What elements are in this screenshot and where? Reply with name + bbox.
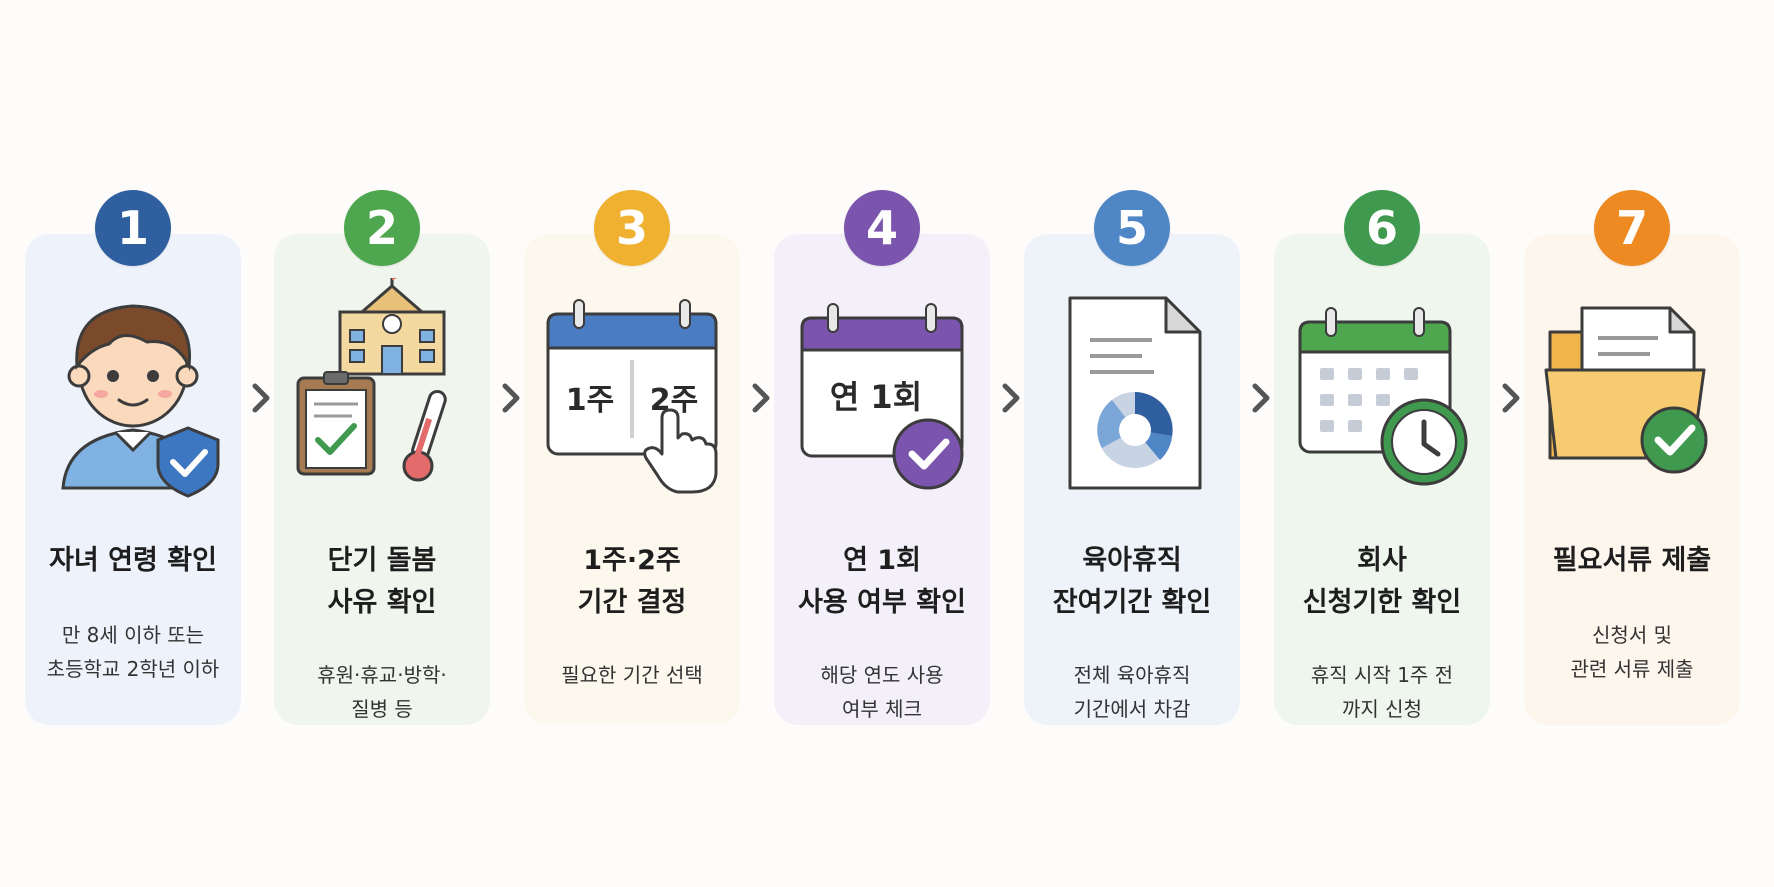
- document-pie-chart-icon: [1042, 278, 1222, 498]
- step-card: [1274, 234, 1490, 725]
- calendar-once-check-icon: 연 1회: [792, 278, 972, 498]
- step-description: 전체 육아휴직 기간에서 차감: [1073, 663, 1191, 721]
- school-clipboard-thermometer-icon: [292, 278, 472, 498]
- step-2: 2: [274, 190, 490, 725]
- step-number-badge: 2: [344, 190, 420, 266]
- chevron-right-icon: [1497, 378, 1525, 418]
- chevron-right-icon: [497, 378, 525, 418]
- step-description: 만 8세 이하 또는 초등학교 2학년 이하: [46, 623, 220, 681]
- step-3: 3 1주 2주 1주·2주 기간 결정 필요한 기간 선택: [524, 190, 740, 725]
- chevron-right-icon: [1247, 378, 1275, 418]
- step-title: 단기 돌봄 사유 확인: [327, 545, 437, 618]
- child-shield-icon: [43, 278, 223, 498]
- step-description: 휴원·휴교·방학· 질병 등: [317, 663, 447, 721]
- step-title: 회사 신청기한 확인: [1302, 545, 1462, 618]
- step-number-badge: 3: [594, 190, 670, 266]
- step-description: 필요한 기간 선택: [561, 663, 703, 687]
- step-description: 신청서 및 관련 서류 제출: [1570, 623, 1694, 681]
- step-number-badge: 1: [95, 190, 171, 266]
- step-number-badge: 6: [1344, 190, 1420, 266]
- step-number-badge: 7: [1594, 190, 1670, 266]
- calendar-clock-icon: [1292, 278, 1472, 498]
- calendar-label: 연 1회: [830, 378, 922, 416]
- step-description: 휴직 시작 1주 전 까지 신청: [1310, 663, 1454, 721]
- step-6: 6 회사 신청기한 확인 휴직 시작 1주 전: [1274, 190, 1490, 725]
- step-4: 4 연 1회 연 1회 사용 여부 확인 해당 연도 사용 여부 체크: [774, 190, 990, 725]
- calendar-label: 1주: [566, 383, 614, 418]
- step-title: 1주·2주 기간 결정: [577, 545, 687, 618]
- chevron-right-icon: [747, 378, 775, 418]
- calendar-week-select-icon: 1주 2주: [542, 278, 722, 498]
- step-7: 7 필요서류 제출 신청서 및 관련 서류 제출: [1524, 190, 1740, 725]
- step-title: 자녀 연령 확인: [49, 545, 217, 576]
- step-title: 필요서류 제출: [1552, 545, 1712, 576]
- step-number-badge: 4: [844, 190, 920, 266]
- folder-document-check-icon: [1542, 278, 1722, 498]
- step-title: 연 1회 사용 여부 확인: [798, 545, 966, 618]
- chevron-right-icon: [997, 378, 1025, 418]
- step-card: [774, 234, 990, 725]
- step-description: 해당 연도 사용 여부 체크: [820, 663, 944, 721]
- step-5: 5 육아휴직 잔여기간 확인 전체 육아휴직 기간에서 차감: [1024, 190, 1240, 725]
- step-number-badge: 5: [1094, 190, 1170, 266]
- step-1: 1 자녀 연령 확인 만 8세 이하 또는 초등학교: [25, 190, 241, 725]
- chevron-right-icon: [247, 378, 275, 418]
- step-title: 육아휴직 잔여기간 확인: [1052, 545, 1212, 618]
